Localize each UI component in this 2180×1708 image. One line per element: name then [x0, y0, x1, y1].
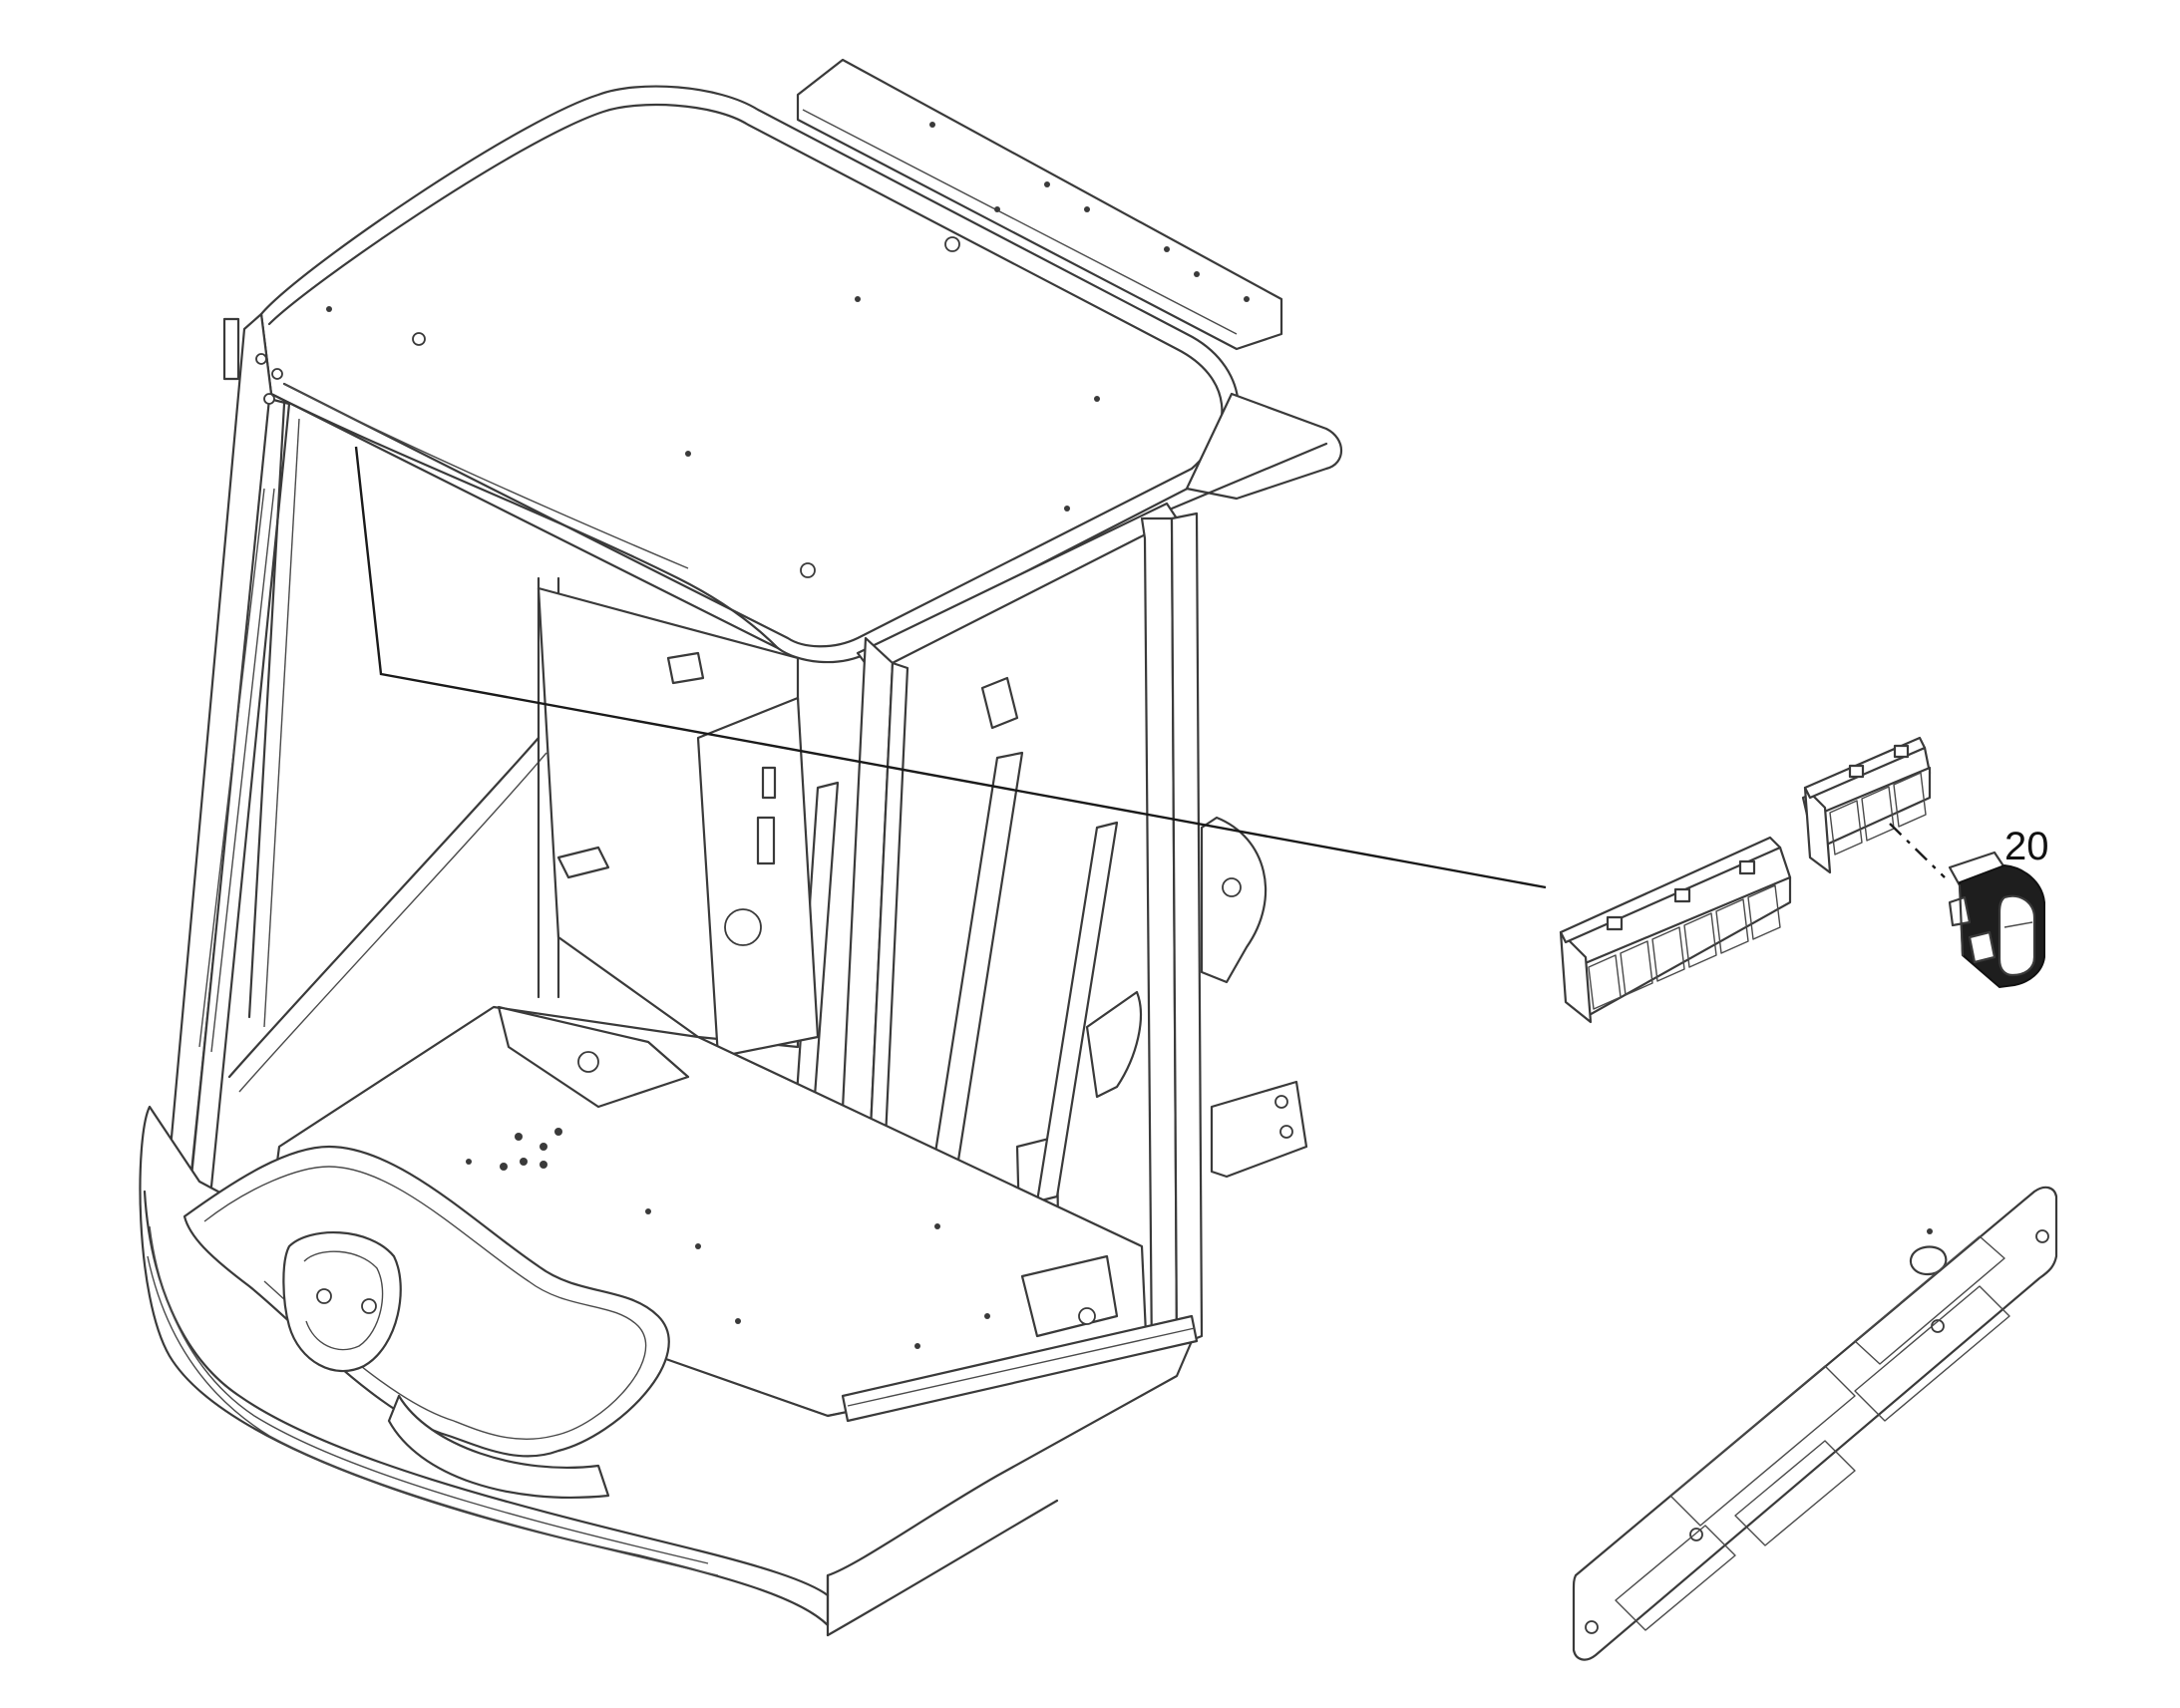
left-front-pillar [166, 312, 291, 1208]
switch-panel-three-slot [1801, 736, 1932, 874]
switch-panel-gasket [1572, 1186, 2058, 1661]
leader-line-to-panels [354, 446, 1547, 889]
cab-roof [259, 85, 1240, 664]
heater-housing [1085, 816, 1268, 1099]
callout-label-20: 20 [2004, 825, 2049, 868]
switch-panel-six-slot [1559, 836, 1792, 1024]
rear-wall-panel [537, 586, 820, 1059]
rear-sill [841, 1314, 1199, 1423]
rocker-switch-item [1948, 851, 2045, 989]
cab-base-tub [139, 1105, 1194, 1637]
front-console-moulding [182, 1145, 670, 1499]
assembly-line [1889, 823, 1946, 878]
operator-cab [139, 58, 1342, 1637]
roof-rear-bracket [796, 58, 1283, 351]
